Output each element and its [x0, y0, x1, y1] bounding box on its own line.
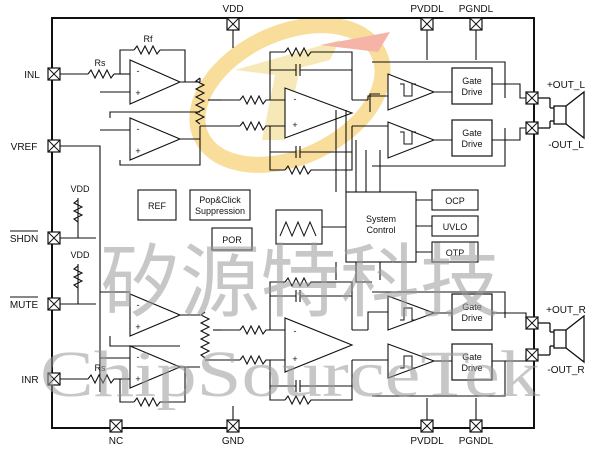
pin-vdd-top [226, 17, 240, 31]
label-pgndl-top: PGNDL [459, 4, 494, 15]
block-otp-label: OTP [446, 248, 465, 258]
opamp-sign: - [137, 352, 140, 362]
pin-out-l-neg [525, 121, 539, 135]
chip-outline [51, 17, 535, 429]
resistor-pot-right [199, 311, 211, 359]
opamp-sign: - [137, 124, 140, 134]
comparator-right-bottom [387, 343, 436, 379]
comparator-left-bottom [387, 121, 436, 159]
opamp-sign: + [135, 322, 140, 332]
resistor-shdn-pullup [72, 199, 84, 223]
gate-drive-r-top-label-1: Gate [462, 302, 482, 312]
pin-pvddl-top [420, 17, 434, 31]
opamp-in-left-1 [129, 59, 182, 105]
resistor-pot-left [194, 77, 206, 125]
gate-drive-r-top-label-2: Drive [461, 313, 482, 323]
label-pvddl-top: PVDDL [410, 4, 444, 15]
pin-out-l-pos [525, 91, 539, 105]
opamp-integrator-right [284, 317, 354, 373]
pin-nc [109, 419, 123, 433]
label-inl: INL [24, 70, 40, 81]
label-inr: INR [21, 375, 38, 386]
opamp-sign: + [292, 120, 297, 130]
circuit-wiring [60, 30, 527, 420]
label-vdd-mute: VDD [70, 250, 90, 260]
block-system-control [345, 191, 417, 263]
label-rf: Rf [144, 34, 153, 44]
label-rs-bottom: Rs [95, 363, 106, 373]
gate-drive-l-bottom-label-1: Gate [462, 128, 482, 138]
pin-out-r-pos [525, 316, 539, 330]
opamp-in-right-2 [129, 345, 182, 389]
label-out-r-pos: +OUT_R [546, 305, 586, 316]
block-pop-click-label-2: Suppression [195, 206, 245, 216]
label-out-l-neg: -OUT_L [548, 140, 584, 151]
gate-drive-l-bottom-label-2: Drive [461, 139, 482, 149]
gate-drive-l-top-label-2: Drive [461, 87, 482, 97]
label-out-r-neg: -OUT_R [547, 365, 584, 376]
watermark-en: ChipSourceTek [40, 338, 540, 411]
opamp-sign: - [137, 300, 140, 310]
label-rs-top: Rs [95, 58, 106, 68]
opamp-in-right-1 [129, 293, 182, 337]
block-ref-label: REF [148, 201, 167, 211]
block-pop-click [189, 189, 251, 221]
resistor-mute-pullup [72, 265, 84, 289]
pin-pvddl-bottom [420, 419, 434, 433]
block-uvlo-label: UVLO [443, 222, 468, 232]
label-vdd-top: VDD [222, 4, 243, 15]
label-pgndl-bottom: PGNDL [459, 436, 494, 447]
watermark-cn: 矽源特科技 [100, 236, 500, 329]
pin-gnd [226, 419, 240, 433]
speaker-right-icon [538, 314, 585, 364]
block-system-control-label-2: Control [366, 225, 395, 235]
pin-shdn [47, 231, 61, 245]
opamp-sign: + [135, 146, 140, 156]
block-por [211, 227, 253, 251]
block-gate-drive-l-top [451, 67, 493, 105]
opamp-sign: - [294, 326, 297, 336]
pin-pgndl-bottom [469, 419, 483, 433]
speaker-left-icon [538, 90, 585, 140]
resistor-rs-bottom [87, 373, 115, 385]
opamp-sign: - [294, 94, 297, 104]
pin-vref [47, 139, 61, 153]
label-out-l-pos: +OUT_L [547, 80, 586, 91]
block-gate-drive-l-bottom [451, 119, 493, 157]
resistor-rf [133, 44, 161, 56]
label-mute: MUTE [10, 300, 39, 311]
label-vref: VREF [11, 142, 38, 153]
block-ref [137, 189, 177, 221]
label-shdn: SHDN [10, 234, 38, 245]
label-pvddl-bottom: PVDDL [410, 436, 444, 447]
resistor-rs-top [87, 68, 115, 80]
opamp-sign: + [292, 354, 297, 364]
pin-pgndl-top [469, 17, 483, 31]
pin-inl [47, 67, 61, 81]
block-ocp-label: OCP [445, 196, 465, 206]
comparator-left-top [387, 73, 436, 111]
block-system-control-label-1: System [366, 214, 396, 224]
opamp-sign: - [137, 66, 140, 76]
pin-mute [47, 297, 61, 311]
label-gnd: GND [222, 436, 244, 447]
block-pop-click-label-1: Pop&Click [199, 195, 241, 205]
opamp-in-left-2 [129, 117, 182, 161]
opamp-sign: + [135, 374, 140, 384]
gate-drive-r-bottom-label-2: Drive [461, 363, 482, 373]
block-por-label: POR [222, 235, 242, 245]
gate-drive-r-bottom-label-1: Gate [462, 352, 482, 362]
label-nc: NC [109, 436, 123, 447]
comparator-right-top [387, 295, 436, 331]
label-vdd-shdn: VDD [70, 184, 90, 194]
gate-drive-l-top-label-1: Gate [462, 76, 482, 86]
opamp-integrator-left [284, 87, 354, 139]
opamp-sign: + [135, 88, 140, 98]
